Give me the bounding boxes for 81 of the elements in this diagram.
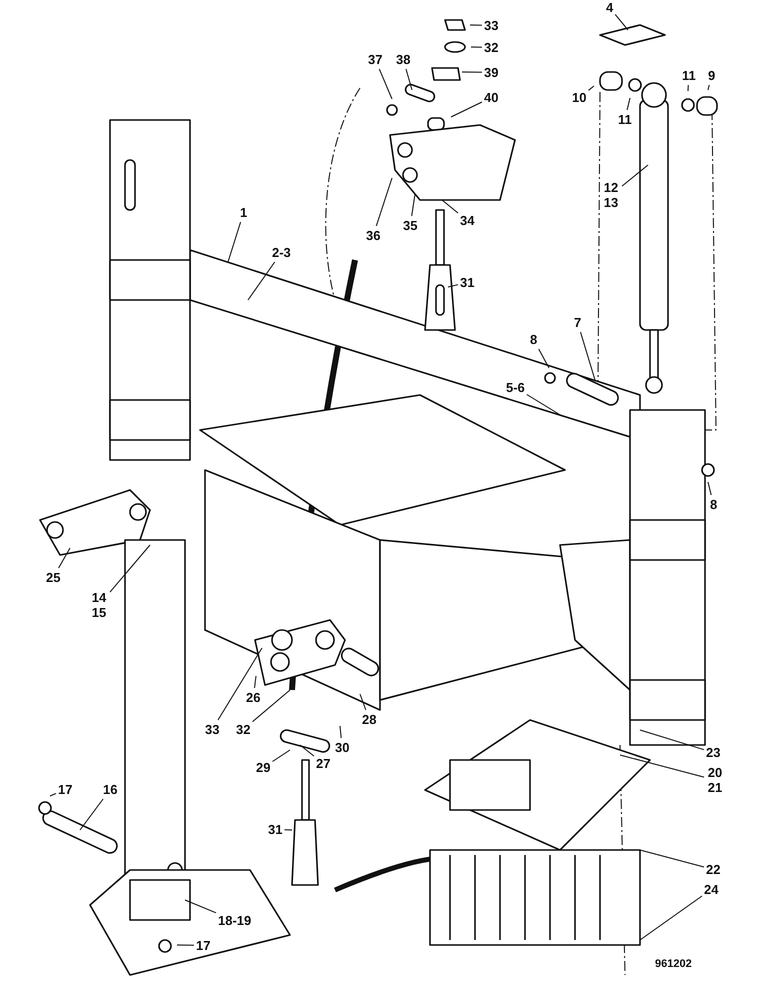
leader-line <box>688 84 689 92</box>
callout-number: 31 <box>460 275 474 290</box>
leader-line <box>228 222 242 262</box>
leader-line <box>360 694 366 710</box>
leader-line <box>620 754 704 778</box>
callout-number: 2-3 <box>272 245 291 260</box>
callout-number: 32 <box>236 722 250 737</box>
callout-number: 34 <box>460 213 474 228</box>
callout-number: 9 <box>708 68 716 83</box>
leader-line <box>58 548 70 568</box>
callout-number: 4 <box>606 0 614 15</box>
leader-line <box>272 750 290 762</box>
leader-line <box>284 829 292 830</box>
drawing-number: 961202 <box>655 958 692 970</box>
callout-number: 5-6 <box>506 380 525 395</box>
leader-line <box>450 102 482 118</box>
callout-number: 27 <box>316 756 330 771</box>
leader-line <box>248 262 276 300</box>
callout-number: 30 <box>335 740 350 755</box>
leader-line <box>184 900 216 914</box>
leader-line <box>538 348 550 368</box>
callout-number: 22 <box>706 862 720 877</box>
callout-number: 39 <box>484 65 498 80</box>
callout-number: 11 <box>618 112 632 127</box>
callout-number: 8 <box>530 332 538 347</box>
callout-number: 11 <box>682 68 696 83</box>
callout-number: 16 <box>103 782 118 797</box>
leader-line <box>378 68 392 100</box>
leader-line <box>448 284 458 288</box>
callout-number: 35 <box>403 218 418 233</box>
callout-number: 12 13 <box>602 180 620 210</box>
callout-number: 40 <box>484 90 498 105</box>
leader-line <box>442 200 458 214</box>
callout-number: 18-19 <box>218 913 252 928</box>
callout-number: 1 <box>240 205 248 220</box>
callout-number: 32 <box>484 40 498 55</box>
leader-line <box>640 730 704 750</box>
callout-number: 17 <box>58 782 72 797</box>
callout-number: 33 <box>484 18 498 33</box>
leader-line <box>176 944 194 946</box>
leader-line <box>626 98 630 110</box>
callout-number: 25 <box>46 570 60 585</box>
callout-number: 37 <box>368 52 382 67</box>
leader-line <box>110 544 150 593</box>
callout-number: 38 <box>396 52 410 67</box>
leader-line <box>640 850 704 868</box>
callout-number: 14 15 <box>90 590 108 620</box>
callout-number: 29 <box>256 760 270 775</box>
leader-line <box>470 46 482 48</box>
leader-line <box>80 798 104 830</box>
callout-number: 36 <box>366 228 380 243</box>
leader-line <box>588 86 594 91</box>
leader-line <box>340 726 342 738</box>
leader-line <box>50 792 56 796</box>
callout-number: 7 <box>574 315 582 330</box>
callout-number: 17 <box>196 938 210 953</box>
leader-line <box>526 394 562 416</box>
leader-line <box>614 14 628 30</box>
leader-line <box>406 68 412 90</box>
callout-number: 23 <box>706 745 720 760</box>
leader-line <box>580 332 596 380</box>
leader-line <box>300 744 314 757</box>
leader-line <box>462 72 482 73</box>
callout-number: 10 <box>572 90 586 105</box>
leader-line <box>470 24 482 26</box>
leader-line <box>252 690 290 722</box>
callout-number: 24 <box>704 882 718 897</box>
leader-line <box>411 194 416 216</box>
leader-line <box>376 178 392 226</box>
callout-number: 8 <box>710 497 718 512</box>
leader-line <box>218 648 262 720</box>
callout-number: 33 <box>205 722 220 737</box>
leader-line <box>708 482 712 496</box>
callout-number: 31 <box>268 822 282 837</box>
leader-line <box>622 164 648 187</box>
callout-number: 20 21 <box>706 765 724 795</box>
leader-line <box>254 676 256 688</box>
leader-line <box>640 896 702 940</box>
callout-number: 26 <box>246 690 260 705</box>
callout-number: 28 <box>362 712 376 727</box>
leader-line <box>708 84 710 90</box>
